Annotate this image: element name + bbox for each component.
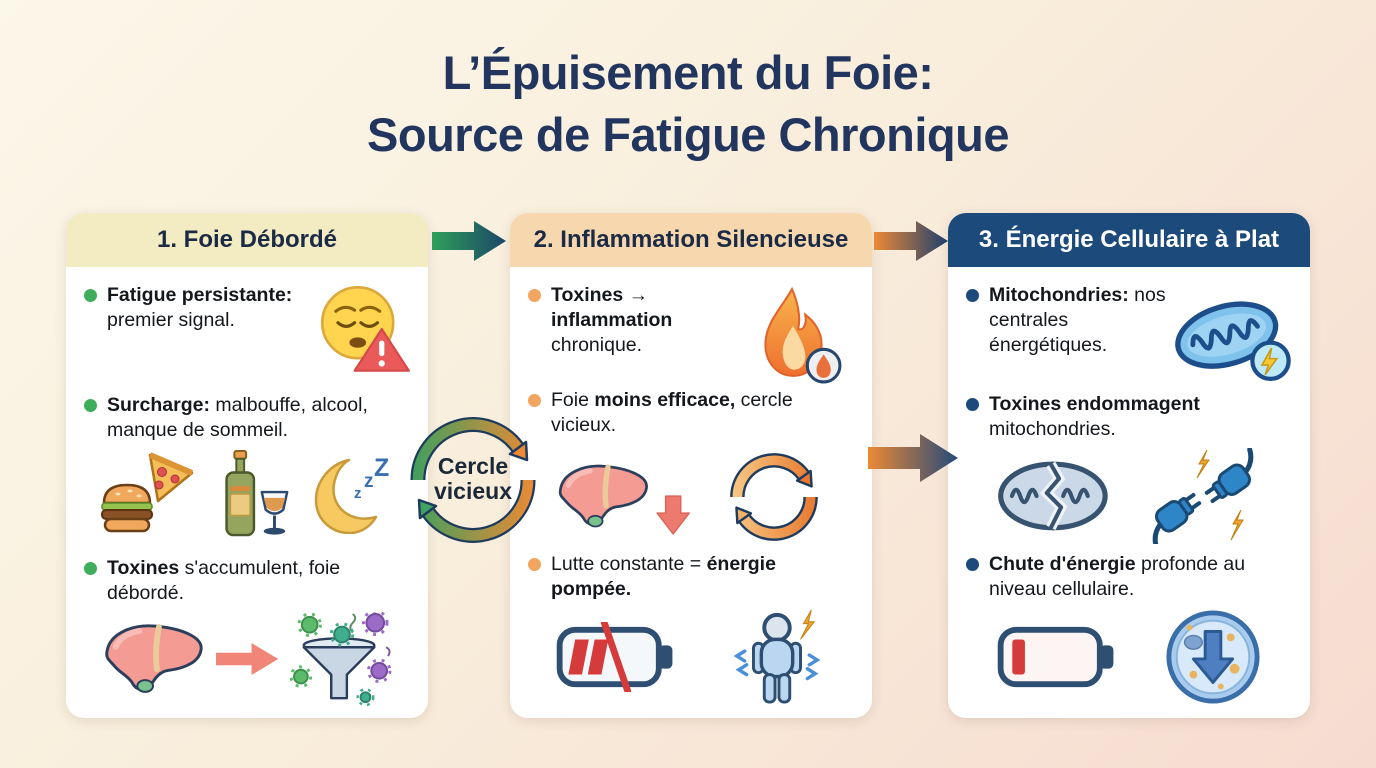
card-inflammation: 2. Inflammation Silencieuse Toxines → in… <box>510 213 872 718</box>
arrow-step1-to-step2-icon <box>432 221 506 261</box>
weary-face-icon <box>320 285 410 372</box>
bullet-dot <box>84 562 97 576</box>
lightning-bolt-icon <box>1196 449 1210 478</box>
germ-icon <box>289 665 313 688</box>
empty-battery-icon <box>997 626 1114 688</box>
bullet-text: Mitochondries: nos centrales énergétique… <box>989 284 1166 356</box>
low-battery-icon <box>556 622 673 692</box>
lightning-bolt-icon <box>1230 509 1244 540</box>
cell-energy-drop-icon <box>1166 610 1260 704</box>
card-1-title: 1. Foie Débordé <box>156 226 338 253</box>
card-2-header: 2. Inflammation Silencieuse <box>510 213 872 267</box>
list-item: Toxines endommagent mitochondries. <box>964 392 1294 544</box>
sleep-moon-icon: z z Z <box>314 454 389 534</box>
crack-icon <box>1044 461 1064 530</box>
list-item: Chute d'énergie profonde au niveau cellu… <box>964 552 1294 706</box>
list-item: Toxines s'accumulent, foie débordé. <box>82 556 412 706</box>
card-foie-deborde: 1. Foie Débordé Fatigue persistante: pre… <box>66 213 428 718</box>
junk-food-icon <box>101 451 194 532</box>
bullet-text: Fatigue persistante: premier signal. <box>107 284 293 331</box>
vicious-circle-connector-icon: Cercle vicieux <box>410 417 536 543</box>
bullet-dot <box>84 398 97 412</box>
bullet-dot <box>84 289 97 302</box>
vicious-circle-label: Cercle <box>438 453 508 479</box>
bullet-dot <box>528 289 541 302</box>
arrow-step2-to-step3-icon <box>874 221 948 261</box>
svg-text:z: z <box>354 485 362 502</box>
svg-text:z: z <box>364 471 374 492</box>
bullet-dot <box>528 558 541 572</box>
bullet-text: Toxines s'accumulent, foie débordé. <box>107 557 341 605</box>
page-title: L’Épuisement du Foie:Source de Fatigue C… <box>367 46 1009 162</box>
germ-icon <box>297 612 322 637</box>
liver-down-icon <box>558 464 690 535</box>
warning-triangle-icon <box>353 327 410 372</box>
unplugged-icon <box>1152 447 1254 544</box>
red-arrow-right-icon <box>216 643 279 675</box>
bullet-dot <box>966 558 979 572</box>
arrow-step2-to-step3-mid-icon <box>868 434 958 482</box>
alcohol-icon <box>225 449 289 536</box>
list-item: Lutte constante = énergie pompée. <box>526 552 856 706</box>
tired-person-icon <box>733 609 821 704</box>
list-item: Foie moins efficace, cercle vicieux. <box>526 388 856 550</box>
bullet-dot <box>966 397 979 411</box>
vicious-circle-label: vicieux <box>434 478 512 504</box>
bullet-dot <box>528 393 541 407</box>
germ-icon <box>362 612 389 636</box>
svg-text:Z: Z <box>374 454 389 482</box>
toxin-funnel-icon <box>289 612 392 706</box>
shake-lines-icon <box>733 649 749 677</box>
bullet-text: Surcharge: malbouffe, alcool, manque de … <box>107 393 368 441</box>
card-3-header: 3. Énergie Cellulaire à Plat <box>948 213 1310 267</box>
bullet-dot <box>966 289 979 302</box>
flame-badge-icon <box>805 347 842 384</box>
bullet-text: Toxines → inflammation chronique. <box>551 284 673 356</box>
vicious-cycle-icon <box>730 452 818 541</box>
list-item: Toxines → inflammation chronique. <box>526 283 856 385</box>
down-arrow-icon <box>656 494 690 535</box>
card-1-header: 1. Foie Débordé <box>66 213 428 267</box>
shake-lines-icon <box>805 653 821 681</box>
bullet-text: Lutte constante = énergie pompée. <box>551 553 776 601</box>
germ-icon <box>356 688 375 706</box>
list-item: Surcharge: malbouffe, alcool, manque de … <box>82 393 412 539</box>
bullet-text: Foie moins efficace, cercle vicieux. <box>551 388 793 436</box>
germ-icon <box>366 658 392 683</box>
list-item: Mitochondries: nos centrales énergétique… <box>964 283 1294 383</box>
energy-badge-icon <box>1250 340 1291 382</box>
down-arrow-icon <box>1191 630 1235 684</box>
flame-icon <box>764 286 842 384</box>
lightning-bolt-icon <box>800 609 816 640</box>
liver-icon <box>105 624 203 693</box>
card-3-title: 3. Énergie Cellulaire à Plat <box>978 226 1280 253</box>
bullet-text: Toxines endommagent mitochondries. <box>989 392 1200 440</box>
card-2-title: 2. Inflammation Silencieuse <box>533 226 849 253</box>
damaged-mitochondria-icon <box>998 461 1108 530</box>
mitochondria-icon <box>1175 301 1291 382</box>
list-item: Fatigue persistante: premier signal. <box>82 283 412 375</box>
card-energie-cellulaire: 3. Énergie Cellulaire à Plat Mitochondri… <box>948 213 1310 718</box>
bullet-text: Chute d'énergie profonde au niveau cellu… <box>989 553 1246 601</box>
